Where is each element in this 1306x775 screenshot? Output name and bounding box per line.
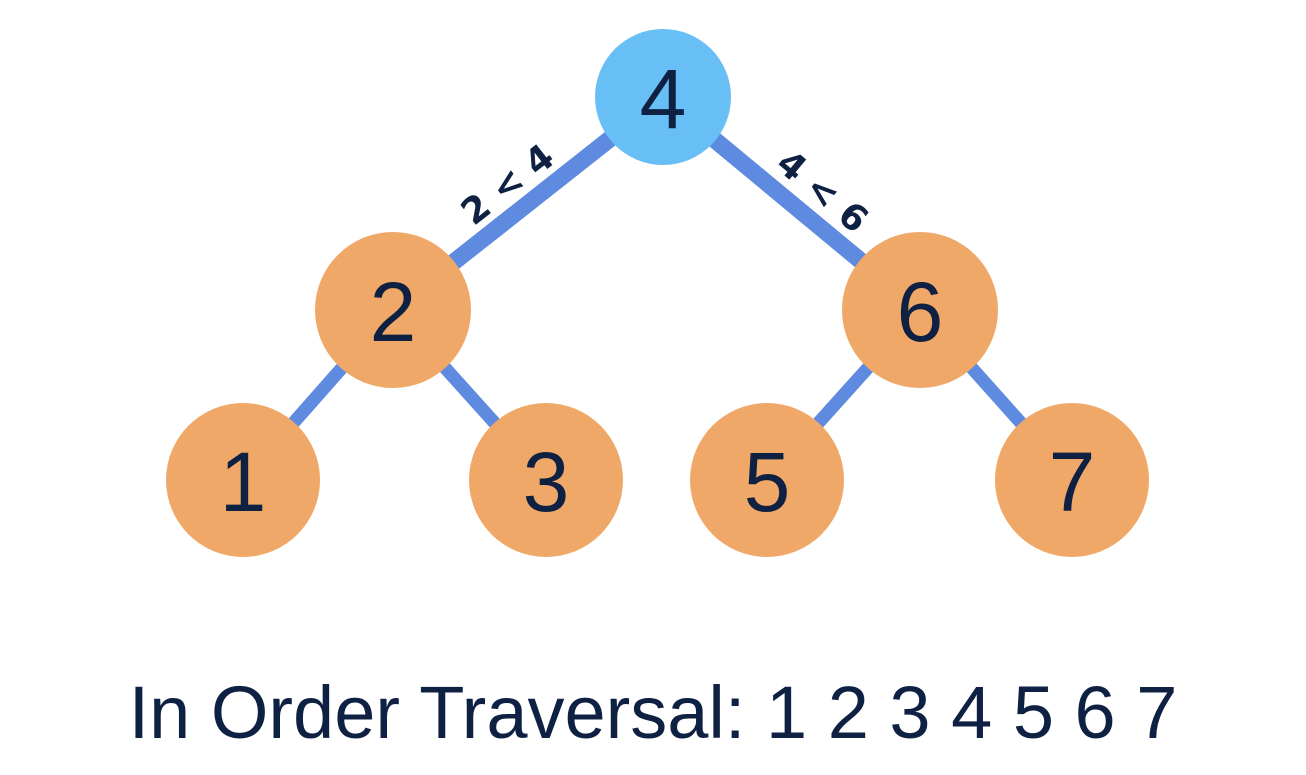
node-label-6: 6 (897, 265, 944, 359)
traversal-caption: In Order Traversal: 1 2 3 4 5 6 7 (129, 671, 1178, 754)
node-label-1: 1 (220, 435, 267, 529)
node-label-2: 2 (370, 265, 417, 359)
tree-node-1[interactable]: 1 (166, 403, 320, 557)
node-circle-6 (842, 232, 998, 388)
node-label-7: 7 (1049, 435, 1096, 529)
tree-nodes-group: 4 2 6 1 3 5 7 (166, 29, 1149, 557)
node-circle-4 (595, 29, 731, 165)
node-circle-2 (315, 232, 471, 388)
tree-node-7[interactable]: 7 (995, 403, 1149, 557)
node-label-3: 3 (523, 435, 570, 529)
tree-node-3[interactable]: 3 (469, 403, 623, 557)
node-circle-1 (166, 403, 320, 557)
node-circle-5 (690, 403, 844, 557)
node-circle-7 (995, 403, 1149, 557)
tree-node-4[interactable]: 4 (595, 29, 731, 165)
node-label-4: 4 (640, 52, 687, 146)
tree-node-6[interactable]: 6 (842, 232, 998, 388)
node-label-5: 5 (744, 435, 791, 529)
tree-node-2[interactable]: 2 (315, 232, 471, 388)
tree-node-5[interactable]: 5 (690, 403, 844, 557)
node-circle-3 (469, 403, 623, 557)
